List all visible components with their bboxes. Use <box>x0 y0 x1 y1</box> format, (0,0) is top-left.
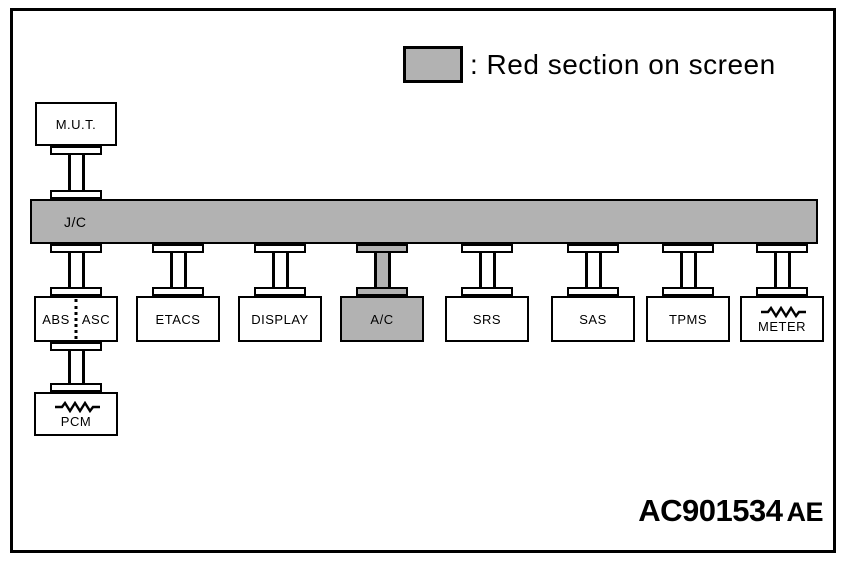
node-sas: SAS <box>551 296 635 342</box>
terminating-resistor-icon <box>55 400 100 413</box>
connector-cap <box>50 190 102 199</box>
figure-code-main: AC901534 <box>638 493 783 528</box>
bus-connector-display <box>254 244 306 296</box>
node-abs-asc: ABS ASC <box>34 296 118 342</box>
connector-cap <box>50 146 102 155</box>
node-tpms: TPMS <box>646 296 730 342</box>
bus-connector-abs-asc <box>50 244 102 296</box>
mut-to-bus-connector <box>50 146 102 199</box>
node-etacs: ETACS <box>136 296 220 342</box>
figure-code: AC901534 AE <box>638 493 823 529</box>
node-mut: M.U.T. <box>35 102 117 146</box>
bus-label: J/C <box>64 213 87 230</box>
abs-to-pcm-connector <box>50 342 102 392</box>
abs-label: ABS <box>42 311 70 327</box>
terminating-resistor-icon <box>761 305 806 318</box>
bus-connector-meter <box>756 244 808 296</box>
diagram-frame <box>10 8 836 553</box>
figure-code-suffix: AE <box>786 497 823 527</box>
node-ac-highlighted: A/C <box>340 296 424 342</box>
node-pcm: PCM <box>34 392 118 436</box>
meter-label: METER <box>758 318 806 334</box>
legend-label: : Red section on screen <box>470 48 776 80</box>
asc-label: ASC <box>81 311 111 327</box>
bus-connector-srs <box>461 244 513 296</box>
connector-stem <box>67 155 85 190</box>
legend-red-section-swatch <box>403 46 463 83</box>
bus-connector-tpms <box>662 244 714 296</box>
node-meter: METER <box>740 296 824 342</box>
junction-bus-bar: J/C <box>30 199 818 244</box>
node-display: DISPLAY <box>238 296 322 342</box>
bus-connector-sas <box>567 244 619 296</box>
node-srs: SRS <box>445 296 529 342</box>
pcm-label: PCM <box>60 413 92 429</box>
dotted-divider <box>74 299 78 339</box>
bus-connector-etacs <box>152 244 204 296</box>
bus-connector-ac <box>356 244 408 296</box>
